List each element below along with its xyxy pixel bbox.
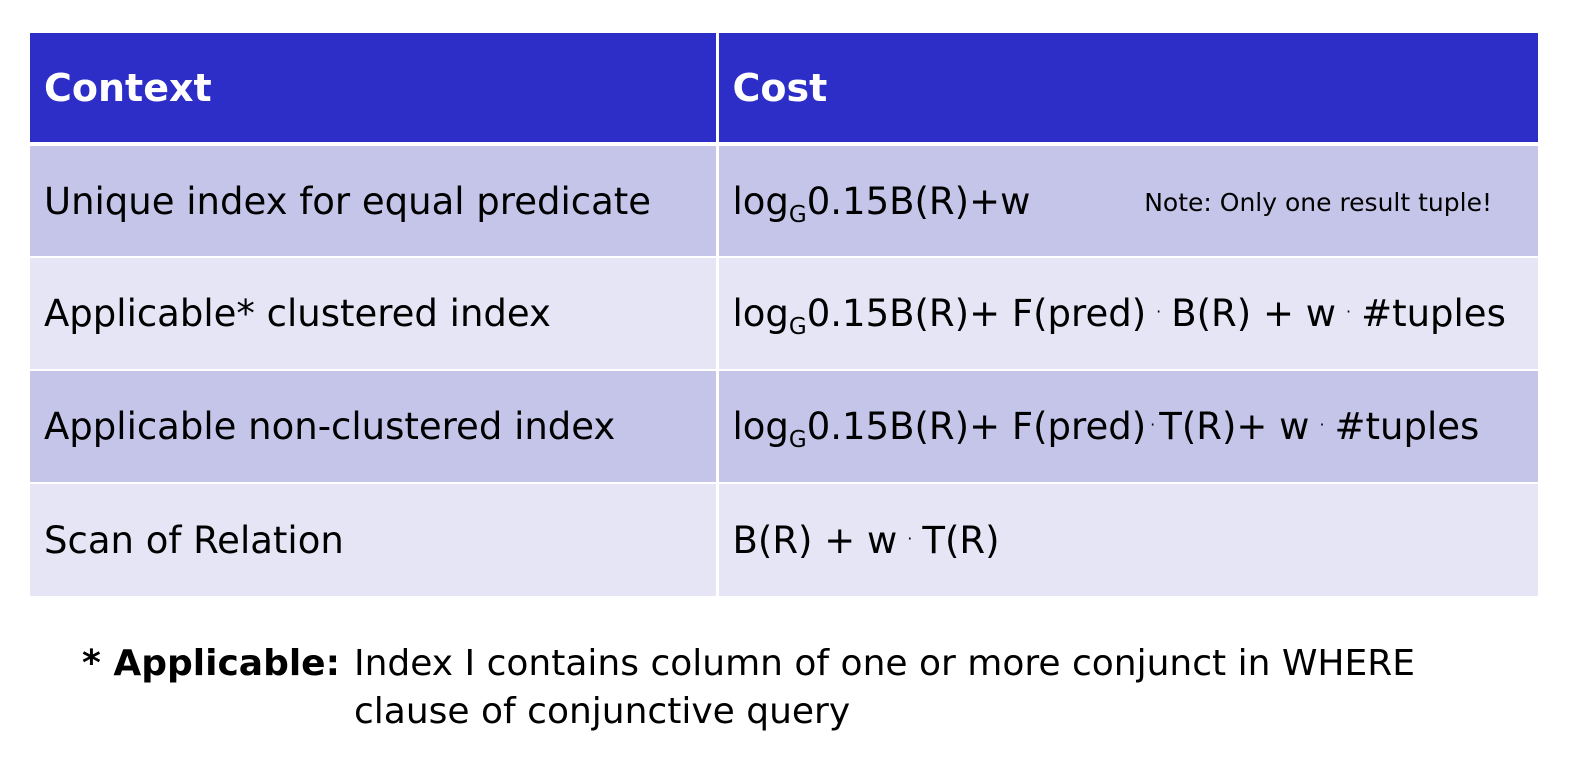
cost-cell: logG0.15B(R)+ F(pred)·T(R)+ w·#tuples: [715, 369, 1538, 483]
table-row: Unique index for equal predicate logG0.1…: [30, 144, 1538, 257]
cost-part: 0.15B(R)+ F(pred): [806, 405, 1147, 448]
note-text: Note: Only one result tuple!: [1144, 188, 1492, 218]
context-cell: Applicable* clustered index: [30, 256, 717, 370]
header-context: Context: [30, 33, 717, 146]
log-text: log: [732, 405, 789, 448]
log-base: G: [788, 201, 807, 228]
header-row: Context Cost: [30, 33, 1538, 146]
cost-table: Context Cost Unique index for equal pred…: [30, 33, 1538, 596]
cost-formula: B(R) + w · T(R): [733, 519, 1000, 562]
log-base: G: [788, 314, 807, 340]
cost-formula: logG0.15B(R)+w: [732, 179, 1031, 227]
context-cell: Unique index for equal predicate: [30, 144, 717, 257]
cost-part: B(R) + w: [732, 518, 898, 562]
table-row: Applicable* clustered index logG0.15B(R)…: [30, 256, 1538, 370]
header-cost: Cost: [715, 33, 1538, 146]
cost-expr: 0.15B(R)+w: [806, 179, 1031, 223]
cost-cell: logG0.15B(R)+w Note: Only one result tup…: [715, 144, 1538, 257]
log-text: log: [732, 292, 789, 335]
table-row: Scan of Relation B(R) + w · T(R): [30, 482, 1538, 596]
context-cell: Applicable non-clustered index: [30, 369, 717, 483]
cost-part: #tuples: [1361, 292, 1506, 335]
cost-part: #tuples: [1334, 405, 1480, 448]
dot-operator: ·: [907, 528, 913, 548]
footnote: * Applicable: Index I contains column of…: [82, 640, 1434, 736]
log-base: G: [788, 427, 807, 453]
footnote-label: * Applicable:: [82, 643, 340, 684]
dot-operator: ·: [1319, 415, 1325, 434]
cost-formula: logG0.15B(R)+ F(pred) · B(R) + w · #tuples: [732, 292, 1506, 339]
cost-part: 0.15B(R)+ F(pred): [806, 292, 1147, 335]
footnote-text: Index I contains column of one or more c…: [354, 643, 1415, 732]
table-row: Applicable non-clustered index logG0.15B…: [30, 369, 1538, 483]
cost-cell: B(R) + w · T(R): [715, 482, 1538, 596]
context-cell: Scan of Relation: [30, 482, 717, 596]
cost-part: B(R) + w: [1171, 292, 1336, 335]
dot-operator: ·: [1156, 302, 1162, 321]
dot-operator: ·: [1345, 302, 1352, 321]
cost-cell: logG0.15B(R)+ F(pred) · B(R) + w · #tuples: [715, 256, 1538, 370]
cost-part: T(R): [922, 518, 1000, 562]
cost-formula: logG0.15B(R)+ F(pred)·T(R)+ w·#tuples: [732, 405, 1480, 452]
log-text: log: [732, 179, 789, 223]
cost-part: T(R)+ w: [1159, 405, 1310, 448]
dot-operator: ·: [1150, 415, 1156, 434]
